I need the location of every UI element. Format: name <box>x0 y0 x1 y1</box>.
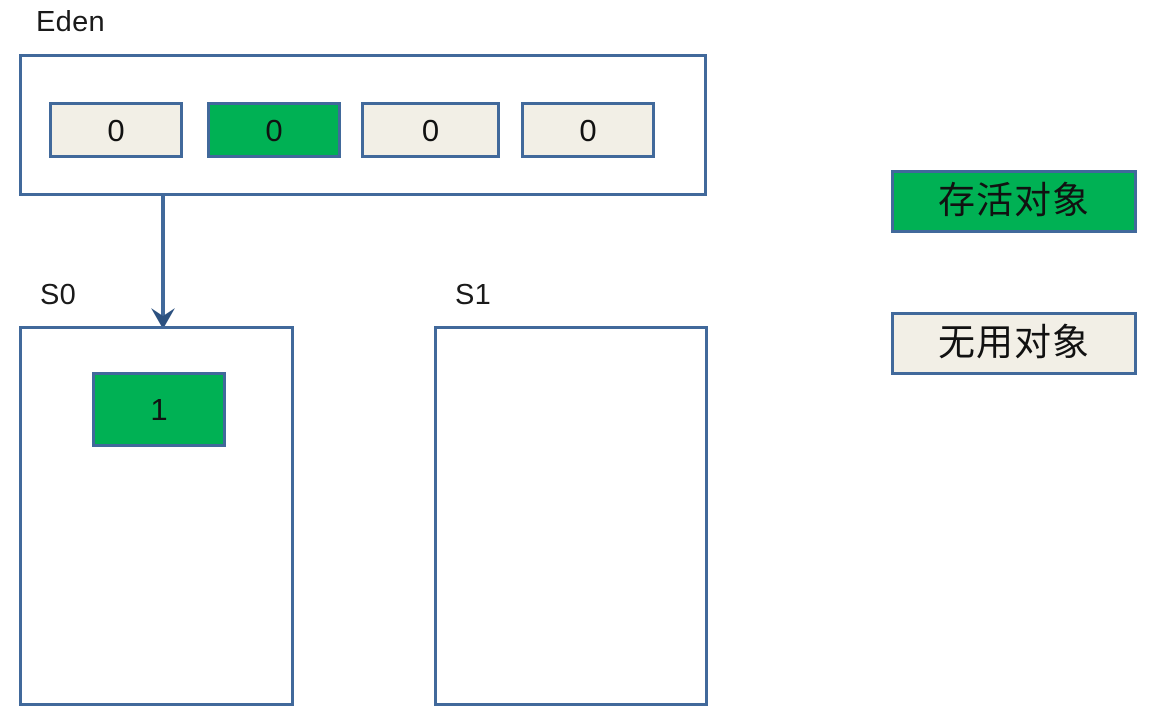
region-eden: 0 0 0 0 <box>19 54 707 196</box>
s0-cell-0[interactable]: 1 <box>92 372 226 447</box>
arrow-eden-to-s0 <box>151 194 175 329</box>
region-s1 <box>434 326 708 706</box>
eden-cell-3-value: 0 <box>579 112 597 148</box>
region-label-s0: S0 <box>40 279 77 311</box>
region-label-s1: S1 <box>455 279 492 311</box>
eden-cell-3[interactable]: 0 <box>521 102 655 158</box>
legend-item-alive-label: 存活对象 <box>938 181 1090 222</box>
eden-cell-2-value: 0 <box>421 112 440 148</box>
legend-item-dead[interactable]: 无用对象 <box>891 312 1137 375</box>
eden-cell-1-value: 0 <box>265 112 283 148</box>
eden-cell-2[interactable]: 0 <box>361 102 500 158</box>
region-label-eden: Eden <box>36 6 105 38</box>
legend-item-alive[interactable]: 存活对象 <box>891 170 1137 233</box>
legend-item-dead-label: 无用对象 <box>938 323 1090 364</box>
eden-cell-1[interactable]: 0 <box>207 102 341 158</box>
eden-cell-0-value: 0 <box>107 112 125 148</box>
region-s0: 1 <box>19 326 294 706</box>
eden-cell-0[interactable]: 0 <box>49 102 183 158</box>
s0-cell-0-value: 1 <box>150 392 168 427</box>
